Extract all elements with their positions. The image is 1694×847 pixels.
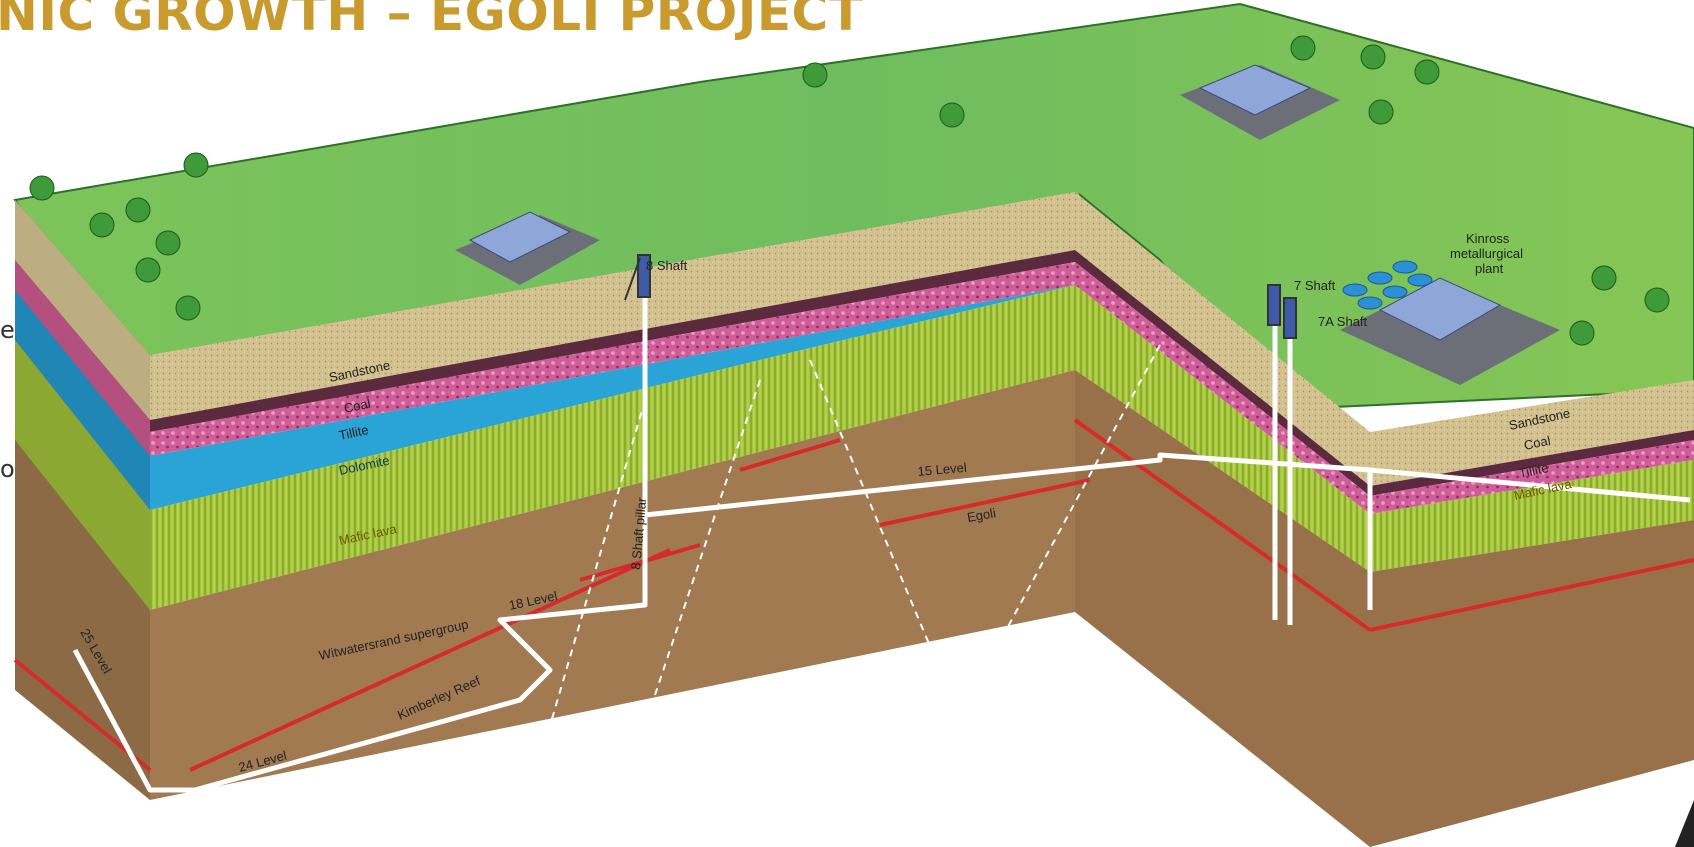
fault-line	[639, 379, 761, 741]
layer-sandstone-left	[150, 192, 1075, 420]
label-coal-right: Coal	[1523, 433, 1552, 453]
side-text-fragment: e	[0, 316, 15, 344]
label-8-shaft: 8 Shaft	[646, 258, 688, 273]
layer-coal-left	[150, 250, 1075, 432]
label-7-shaft: 7 Shaft	[1294, 278, 1336, 293]
fault-line	[539, 399, 646, 761]
label-tillite-right: Tillite	[1518, 460, 1550, 481]
kinross-plant	[1340, 260, 1560, 385]
layer-mafic-right	[1075, 285, 1694, 572]
level-workings	[72, 452, 1371, 793]
fault-line	[809, 359, 941, 671]
layer-witwatersrand-right	[1075, 370, 1694, 847]
label-7a-shaft: 7A Shaft	[1318, 314, 1368, 329]
trees	[29, 35, 1670, 346]
label-kinross-1: Kinross	[1466, 231, 1510, 246]
layer-tillite-left	[150, 262, 1075, 456]
label-kinross-2: metallurgical	[1450, 246, 1523, 261]
layer-witwatersrand-left	[150, 370, 1075, 800]
label-8-shaft-pillar: 8 Shaft pillar	[628, 496, 649, 570]
layer-mafic-left	[150, 285, 1075, 610]
headgear-7a-shaft	[1283, 297, 1297, 339]
page-title: NIC GROWTH – EGOLI PROJECT	[0, 0, 864, 42]
mine-plant-left	[455, 211, 600, 285]
label-tillite-left: Tillite	[338, 422, 370, 443]
mine-plant-top	[1180, 64, 1340, 140]
headgear-7-shaft	[1267, 284, 1281, 326]
label-15-level: 15 Level	[917, 460, 967, 479]
kimberley-reef	[189, 548, 671, 772]
headgear-8-shaft	[624, 254, 651, 301]
label-coal-left: Coal	[343, 396, 372, 416]
label-egoli: Egoli	[966, 505, 997, 525]
layer-sandstone-right	[1075, 192, 1694, 486]
egoli-reef	[879, 478, 1091, 527]
label-kinross-3: plant	[1475, 261, 1504, 276]
